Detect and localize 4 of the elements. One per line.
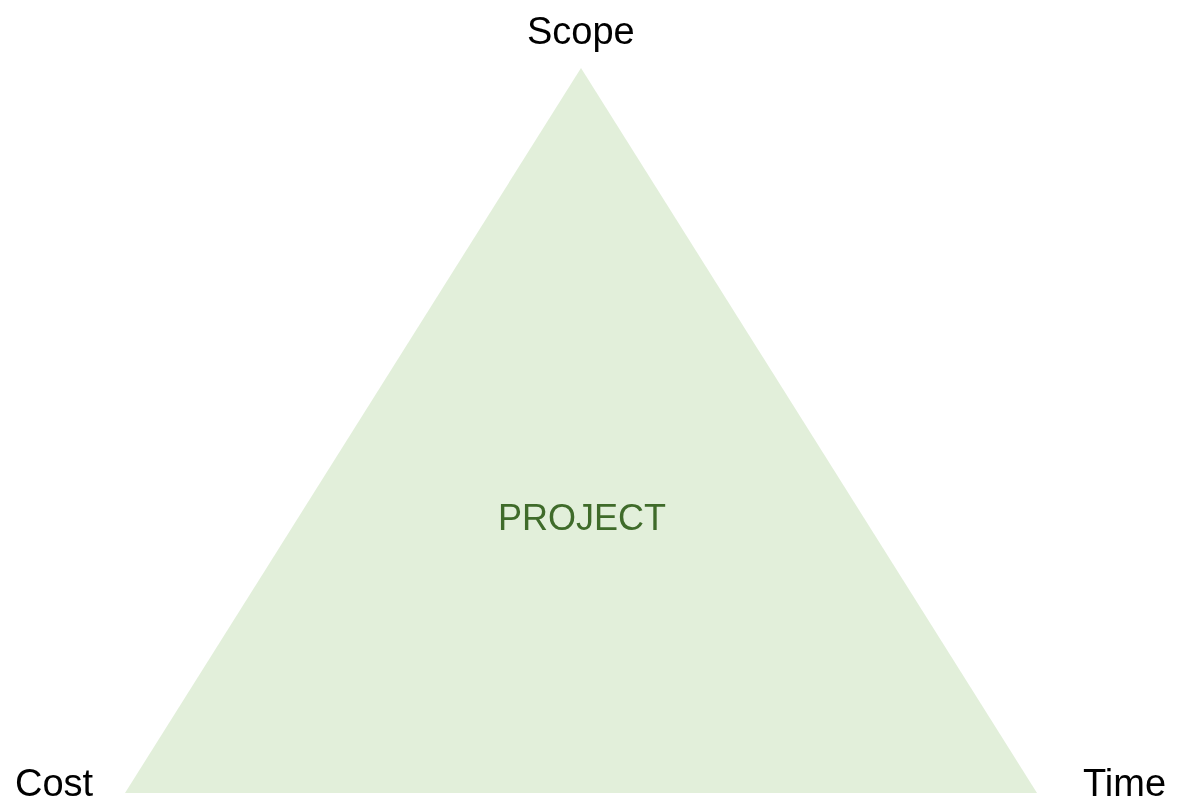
corner-label: Cost (15, 764, 94, 801)
corner-label: Time (1083, 764, 1167, 801)
corner-label: Scope (527, 12, 635, 50)
center-label: PROJECT (498, 500, 666, 536)
